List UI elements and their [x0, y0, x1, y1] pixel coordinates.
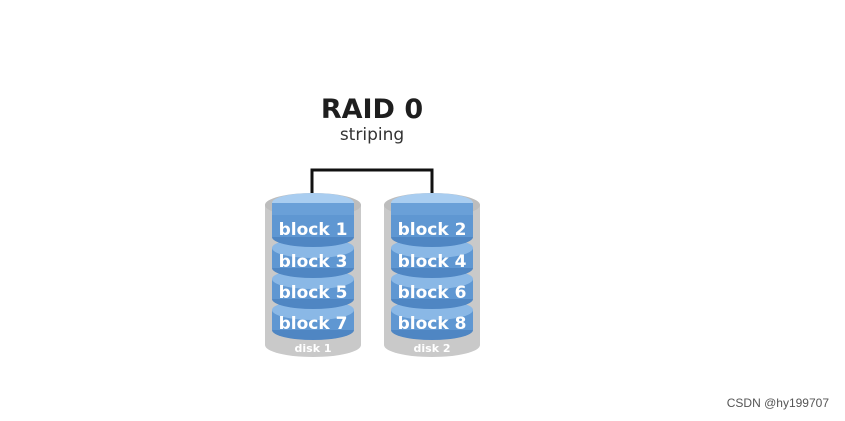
block-label: block 5	[279, 283, 348, 303]
diagram-title: RAID 0	[321, 94, 423, 125]
disk-2-block-1	[391, 193, 473, 247]
disk-1-block-1	[272, 193, 354, 247]
watermark: CSDN @hy199707	[726, 396, 829, 410]
disk-label: disk 1	[295, 342, 332, 355]
block-label: block 4	[398, 252, 467, 272]
disk-label: disk 2	[414, 342, 451, 355]
disk-2: block 2 block 4 block 6 block 8 disk 2	[384, 193, 480, 357]
stripe-connector	[310, 168, 434, 203]
block-label: block 2	[398, 220, 467, 240]
block-label: block 8	[398, 314, 467, 334]
block-label: block 1	[279, 220, 348, 240]
diagram-subtitle: striping	[340, 125, 404, 145]
disk-1: block 1 block 3 block 5 block 7 disk 1	[265, 193, 361, 357]
block-label: block 7	[279, 314, 348, 334]
block-label: block 3	[279, 252, 348, 272]
block-label: block 6	[398, 283, 467, 303]
